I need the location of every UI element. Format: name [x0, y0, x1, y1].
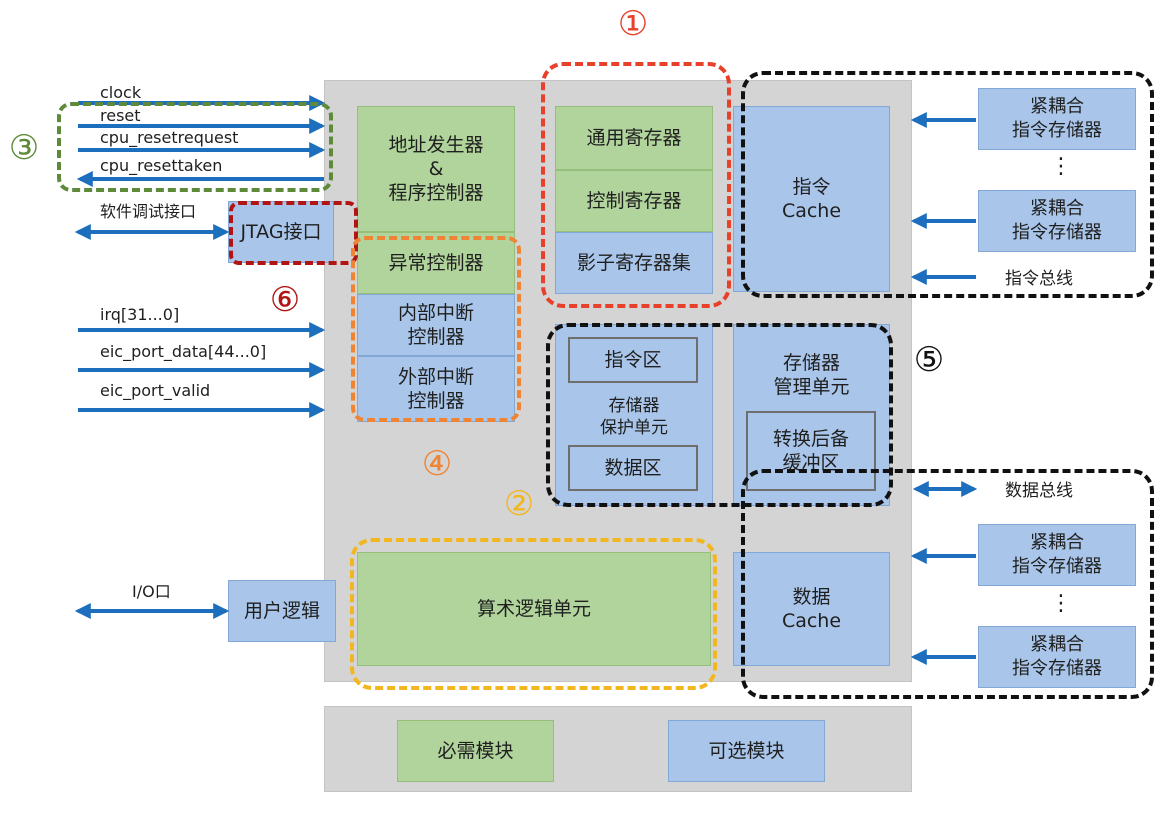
- eic-port-data-label: eic_port_data[44...0]: [100, 342, 267, 361]
- alu-outline: [350, 538, 717, 690]
- io-port-label: I/O口: [132, 582, 171, 601]
- legend-required: 必需模块: [397, 720, 554, 782]
- alu-block: 算术逻辑单元: [357, 552, 711, 666]
- debug-port-label: 软件调试接口: [100, 202, 197, 221]
- marker-3: ③: [8, 128, 40, 168]
- exception-controller-block: 异常控制器: [357, 232, 515, 294]
- jtag-outline: [229, 201, 358, 265]
- irq-label: irq[31...0]: [100, 305, 180, 324]
- reset-signals-outline: [57, 102, 333, 192]
- jtag-interface-block: JTAG接口: [228, 201, 334, 263]
- ellipsis-instr: ⋮: [1050, 154, 1072, 179]
- cpu-resettaken-label: cpu_resettaken: [100, 156, 223, 175]
- user-logic-block: 用户逻辑: [228, 580, 336, 642]
- reset-signal-label: reset: [100, 106, 141, 125]
- tcm-instr-block-2: 紧耦合 指令存储器: [978, 190, 1136, 252]
- mpu-mmu-outline: [546, 323, 893, 507]
- clock-signal-label: clock: [100, 83, 142, 102]
- memory-protection-unit-block: 指令区 存储器 保护单元 数据区: [555, 324, 713, 506]
- tcm-instr-block-1: 紧耦合 指令存储器: [978, 88, 1136, 150]
- tcm-data-block-2: 紧耦合 指令存储器: [978, 626, 1136, 688]
- address-generator-block: 地址发生器 & 程序控制器: [357, 106, 515, 232]
- interrupt-group-outline: [351, 236, 521, 422]
- cpu-resetrequest-label: cpu_resetrequest: [100, 128, 239, 147]
- tlb-block: 转换后备 缓冲区: [746, 411, 876, 491]
- memory-management-unit-block: 存储器 管理单元 转换后备 缓冲区: [733, 324, 890, 506]
- register-group-outline: [541, 62, 731, 308]
- legend-optional: 可选模块: [668, 720, 825, 782]
- eic-port-valid-label: eic_port_valid: [100, 381, 211, 400]
- icache-bus-outline: [741, 71, 1154, 298]
- data-cache-block: 数据 Cache: [733, 552, 890, 666]
- instruction-bus-label: 指令总线: [1005, 269, 1073, 289]
- mpu-label: 存储器 保护单元: [600, 396, 668, 438]
- instruction-cache-block: 指令 Cache: [733, 106, 890, 292]
- marker-1: ①: [617, 4, 649, 44]
- control-registers-block: 控制寄存器: [555, 170, 713, 232]
- mmu-label: 存储器 管理单元: [773, 352, 850, 398]
- external-interrupt-controller-block: 外部中断 控制器: [357, 356, 515, 422]
- ellipsis-data: ⋮: [1050, 591, 1072, 616]
- dcache-bus-outline: [741, 469, 1154, 699]
- instruction-region-block: 指令区: [568, 337, 698, 383]
- tcm-data-block-1: 紧耦合 指令存储器: [978, 524, 1136, 586]
- marker-2: ②: [503, 484, 535, 524]
- data-bus-label: 数据总线: [1005, 481, 1073, 501]
- general-registers-block: 通用寄存器: [555, 106, 713, 170]
- marker-6: ⑥: [269, 280, 301, 320]
- shadow-register-set-block: 影子寄存器集: [555, 232, 713, 294]
- data-region-block: 数据区: [568, 445, 698, 491]
- marker-5: ⑤: [913, 340, 945, 380]
- internal-interrupt-controller-block: 内部中断 控制器: [357, 294, 515, 356]
- marker-4: ④: [421, 444, 453, 484]
